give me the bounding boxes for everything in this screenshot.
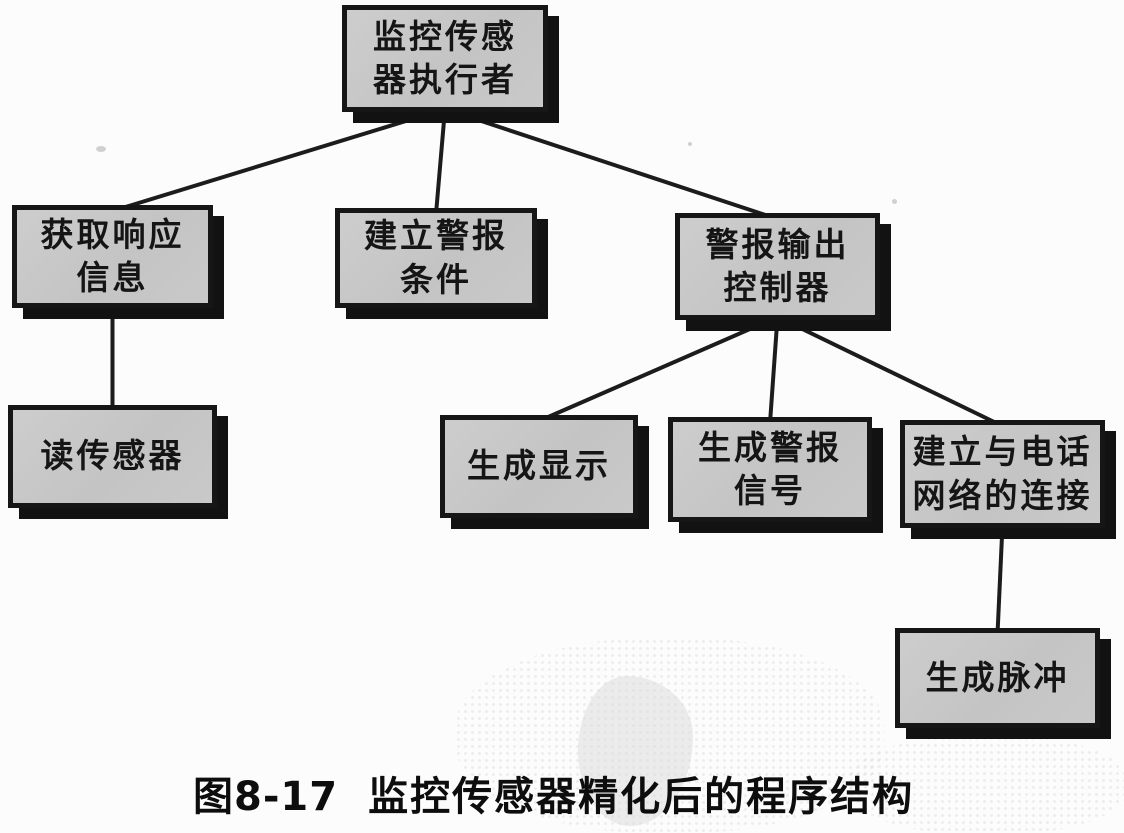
edge-connect-telephone-network--generate-pulse bbox=[995, 524, 1005, 635]
scan-speck bbox=[96, 146, 106, 152]
node-establish-alarm-condition: 建立警报条件 bbox=[335, 208, 537, 308]
node-label: 读传感器 bbox=[40, 436, 185, 476]
node-label: 信息 bbox=[76, 258, 149, 297]
node-label: 监控传感 bbox=[373, 16, 517, 56]
scan-speck bbox=[892, 199, 897, 204]
scan-speck bbox=[688, 142, 692, 146]
node-generate-pulse: 生成脉冲 bbox=[895, 628, 1100, 728]
node-alarm-output-controller: 警报输出控制器 bbox=[675, 213, 880, 320]
node-label: 生成警报 bbox=[698, 427, 842, 467]
node-label: 控制器 bbox=[723, 268, 832, 307]
edge-alarm-output-controller--generate-display bbox=[538, 315, 779, 423]
watermark-blob-bottom-right bbox=[848, 735, 1124, 833]
node-label: 生成脉冲 bbox=[925, 657, 1070, 697]
edge-monitor-sensor-executor--establish-alarm-condition bbox=[434, 108, 447, 215]
node-label: 器执行者 bbox=[373, 60, 517, 99]
edge-monitor-sensor-executor--alarm-output-controller bbox=[444, 107, 779, 221]
edge-alarm-output-controller--generate-alarm-signal bbox=[768, 316, 780, 424]
figure-title: 监控传感器精化后的程序结构 bbox=[368, 774, 915, 820]
node-label: 建立警报 bbox=[364, 216, 508, 256]
node-generate-display: 生成显示 bbox=[440, 415, 638, 518]
node-generate-alarm-signal: 生成警报信号 bbox=[668, 417, 872, 522]
node-label: 生成显示 bbox=[467, 446, 611, 486]
node-label: 网络的连接 bbox=[912, 475, 1093, 515]
node-monitor-sensor-executor: 监控传感器执行者 bbox=[342, 5, 548, 112]
node-connect-telephone-network: 建立与电话网络的连接 bbox=[900, 420, 1105, 528]
edge-alarm-output-controller--connect-telephone-network bbox=[776, 315, 1004, 428]
node-label: 获取响应 bbox=[40, 214, 185, 254]
node-read-sensor: 读传感器 bbox=[8, 405, 217, 508]
node-label: 信号 bbox=[734, 471, 806, 510]
node-label: 警报输出 bbox=[705, 224, 850, 264]
node-label: 建立与电话 bbox=[912, 432, 1093, 472]
node-get-response-info: 获取响应信息 bbox=[12, 205, 213, 308]
edge-monitor-sensor-executor--get-response-info bbox=[111, 107, 446, 213]
figure-number: 图8-17 bbox=[193, 774, 339, 820]
figure-caption: 图8-17 监控传感器精化后的程序结构 bbox=[193, 764, 914, 822]
node-label: 条件 bbox=[400, 259, 472, 299]
